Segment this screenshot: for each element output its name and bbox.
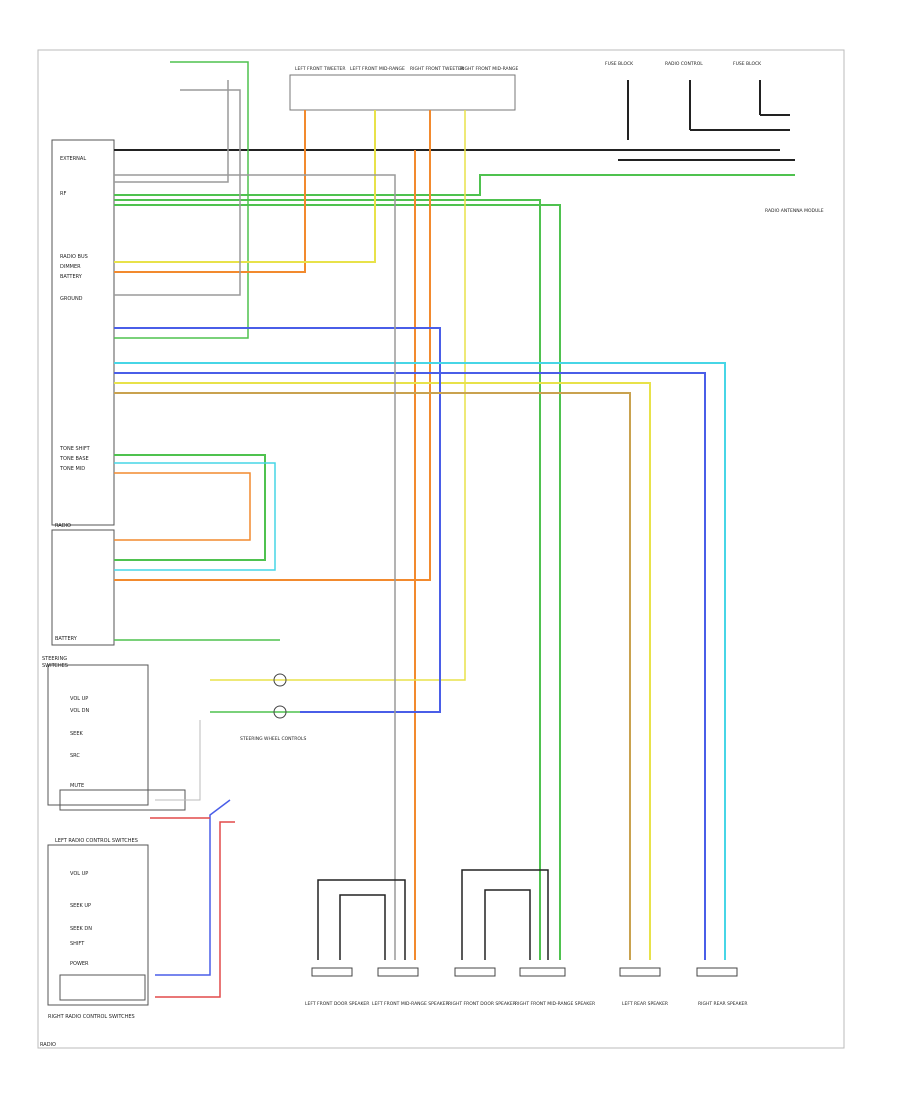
wire-cyan-tone [114,462,276,571]
left-ctrl-1: SEEK UP [70,903,91,909]
splice-1 [273,673,287,687]
steering-label-2: SWITCHES [42,663,68,669]
label-dimmer: DIMMER [60,264,81,270]
radio-module-box [51,139,115,526]
wire-orange-tone [114,472,251,541]
top-connector-block [289,74,516,111]
wire-blue-rear [114,372,706,960]
right-connector-box [59,974,146,1001]
speaker-label-3: RIGHT FRONT MID-RANGE SPEAKER [515,1001,595,1007]
wire-gray-3 [114,89,241,296]
radio-module-lower-box [51,529,115,646]
wire-black-rf [461,869,549,960]
wire-blue-switch [155,799,231,976]
top-module-1: LEFT FRONT MID-RANGE [350,66,405,72]
splice-2 [273,705,287,719]
top-module-6: FUSE BLOCK [733,61,762,67]
wire-gray-2 [114,80,229,183]
label-battery: BATTERY [60,274,83,280]
label-tone-shift: TONE SHIFT [59,446,91,452]
label-external: EXTERNAL [60,156,86,162]
left-ctrl-3: SHIFT [70,941,85,947]
wire-orange-2 [114,110,431,581]
steering-switch-box [47,664,149,806]
radio-battery-label: BATTERY [55,636,78,642]
wire-tan-rear [114,392,631,960]
steering-label: STEERING [42,656,67,662]
steer-item-2: SEEK [70,731,83,737]
wire-yellow-steer [210,110,466,681]
splice-label: STEERING WHEEL CONTROLS [240,736,306,742]
top-module-2: RIGHT FRONT TWEETER [410,66,464,72]
radio-section-label: RADIO [55,523,71,529]
wire-black-rf2 [484,889,531,960]
top-module-5: RADIO CONTROL [665,61,703,67]
speaker-lr [619,967,661,977]
right-control-switch-box [47,844,149,1006]
speaker-lf-door [311,967,353,977]
label-ground: GROUND [60,296,83,302]
top-module-4: FUSE BLOCK [605,61,634,67]
speaker-rf-door [454,967,496,977]
diagram-border [37,49,845,1049]
steer-item-3: SRC [70,753,80,759]
speaker-label-2: RIGHT FRONT DOOR SPEAKER [448,1001,516,1007]
steer-item-0: VOL UP [70,696,88,702]
speaker-label-1: LEFT FRONT MID-RANGE SPEAKER [372,1001,449,1007]
wire-gray-1 [114,174,396,960]
wire-gray-4 [155,720,201,801]
top-module-0: LEFT FRONT TWEETER [295,66,345,72]
speaker-label-4: LEFT REAR SPEAKER [622,1001,668,1007]
speaker-rr [696,967,738,977]
label-rf: RF [60,191,66,197]
wire-black-lf2 [339,894,386,960]
wire-yellow-rear [114,382,651,960]
footer-label: RADIO [40,1042,56,1048]
wire-green-top [114,61,249,339]
right-ctrl-title: RIGHT RADIO CONTROL SWITCHES [48,1014,135,1020]
wire-green-3 [114,204,561,960]
wire-orange-1 [114,110,306,273]
label-radio-bus: RADIO BUS [60,254,88,260]
speaker-lf-mid [377,967,419,977]
wire-yellow-1 [114,110,376,263]
left-ctrl-2: SEEK DN [70,926,92,932]
left-ctrl-4: POWER [70,961,89,967]
steer-item-1: VOL DN [70,708,89,714]
wire-black-lf [317,879,406,960]
wire-green-2 [114,199,541,960]
steer-item-4: MUTE [70,783,84,789]
left-ctrl-0: VOL UP [70,871,88,877]
speaker-rf-mid [519,967,566,977]
top-module-3: RIGHT FRONT MID-RANGE [460,66,518,72]
wire-red-switch [155,821,235,998]
wire-green-tone [114,454,266,561]
speaker-label-0: LEFT FRONT DOOR SPEAKER [305,1001,369,1007]
label-tone-mid: TONE MID [59,466,85,472]
speaker-label-5: RIGHT REAR SPEAKER [698,1001,748,1007]
wire-green-1 [114,174,795,196]
amp-label: RADIO ANTENNA MODULE [765,208,824,214]
left-ctrl-title: LEFT RADIO CONTROL SWITCHES [55,838,138,844]
wire-blue-1 [114,327,441,713]
wire-cyan-rear [114,362,726,960]
label-tone-base: TONE BASE [59,456,89,462]
